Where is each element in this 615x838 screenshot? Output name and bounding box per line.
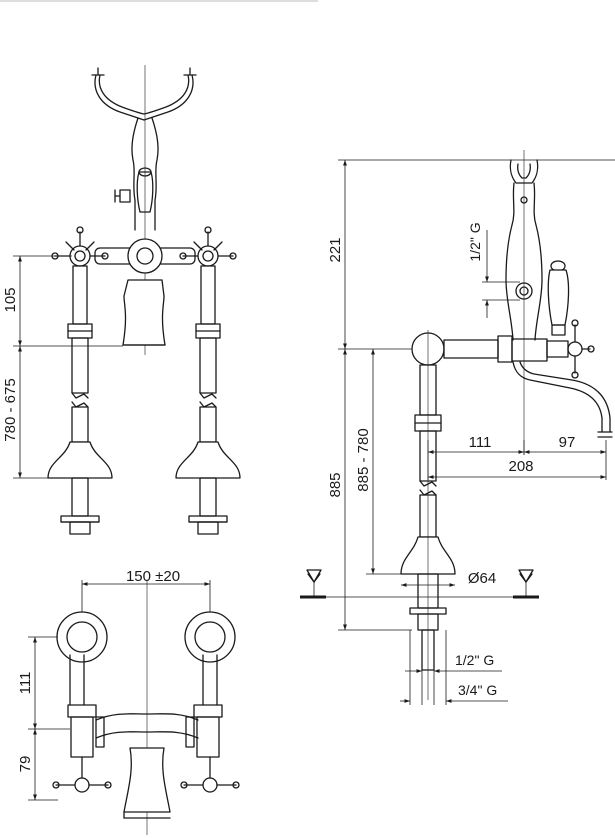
side-dim-thread-half: 1/2" G	[455, 652, 494, 668]
front-view: 105 780 - 675	[2, 65, 241, 535]
floor-symbol-right	[513, 569, 539, 599]
side-view: 221 885 885 - 780 1/2" G	[300, 150, 615, 705]
side-dim-111: 111	[469, 434, 492, 451]
front-dim-105: 105	[2, 287, 19, 312]
side-dim-thread-three-quarter: 3/4" G	[458, 682, 497, 698]
plan-dim-150: 150 ±20	[126, 568, 180, 585]
plan-dim-79: 79	[17, 756, 34, 773]
plan-dim-111: 111	[17, 672, 34, 695]
front-dim-780-675: 780 - 675	[2, 378, 19, 441]
floor-symbol-left	[300, 569, 326, 599]
side-dim-885: 885	[327, 472, 344, 497]
side-dim-inlet: 1/2" G	[467, 222, 483, 261]
side-dim-885-780: 885 - 780	[355, 428, 372, 491]
side-dim-208: 208	[508, 458, 533, 475]
side-dim-221: 221	[327, 237, 344, 262]
side-dim-dia64: Ø64	[468, 570, 496, 587]
plan-view: 150 ±20	[17, 568, 240, 835]
side-dim-97: 97	[559, 434, 576, 451]
